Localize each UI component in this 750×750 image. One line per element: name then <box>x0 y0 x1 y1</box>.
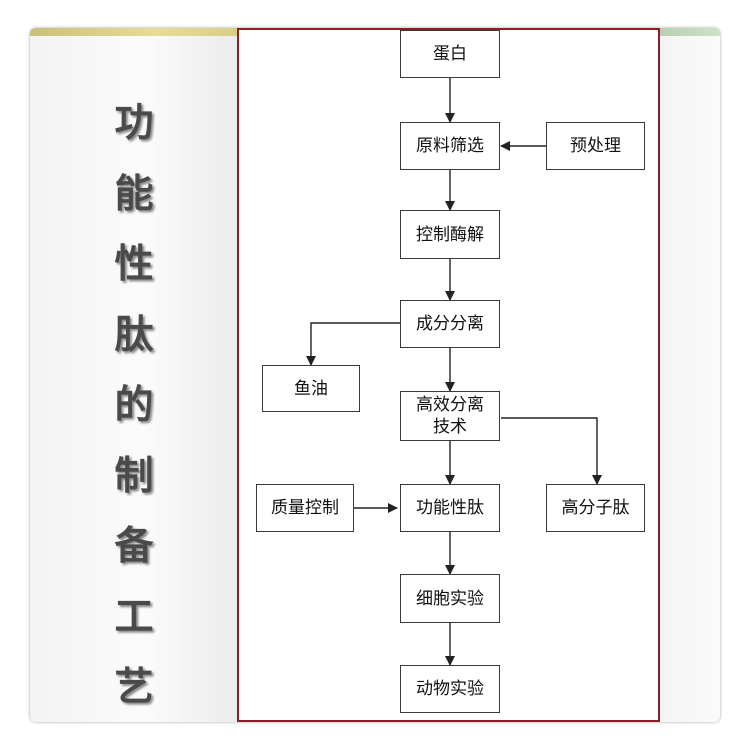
top-decor-strip-right <box>658 28 720 36</box>
node-component-separation-label: 成分分离 <box>416 314 484 334</box>
title-char: 制 <box>114 452 154 499</box>
node-cell-experiment: 细胞实验 <box>400 574 500 623</box>
node-high-performance-separation-label: 高效分离 技术 <box>416 395 484 437</box>
top-decor-strip <box>30 28 238 36</box>
node-cell-experiment-label: 细胞实验 <box>416 588 484 609</box>
node-macromolecular-peptide: 高分子肽 <box>546 484 645 532</box>
title-char: 工 <box>114 593 154 640</box>
title-panel <box>30 36 237 722</box>
node-component-separation: 成分分离 <box>400 300 500 348</box>
title-char: 能 <box>114 170 154 217</box>
node-functional-peptide-label: 功能性肽 <box>416 498 484 518</box>
node-macromolecular-peptide-label: 高分子肽 <box>561 498 630 518</box>
node-quality-control-label: 质量控制 <box>271 498 339 518</box>
flowchart-connectors <box>306 78 602 666</box>
node-fish-oil-label: 鱼油 <box>294 378 328 399</box>
screenshot-frame: 功 能 性 肽 的 制 备 工 艺 <box>30 28 720 722</box>
title-char: 肽 <box>114 311 154 358</box>
arrow-separation-to-fish-oil <box>306 322 400 366</box>
title-char: 功 <box>114 100 154 146</box>
node-pretreatment: 预处理 <box>546 122 645 170</box>
node-raw-screening-label: 原料筛选 <box>416 136 484 156</box>
node-enzymolysis-label: 控制酶解 <box>416 224 484 245</box>
node-enzymolysis: 控制酶解 <box>400 210 500 259</box>
vertical-title: 功 能 性 肽 的 制 备 工 艺 <box>104 88 164 722</box>
node-high-performance-separation: 高效分离 技术 <box>400 391 500 441</box>
title-char: 性 <box>114 241 154 287</box>
node-raw-screening: 原料筛选 <box>400 122 500 170</box>
node-quality-control: 质量控制 <box>256 484 354 532</box>
node-functional-peptide: 功能性肽 <box>400 484 500 532</box>
node-protein: 蛋白 <box>400 30 500 78</box>
node-animal-experiment-label: 动物实验 <box>416 679 484 699</box>
flowchart-panel: 蛋白 原料筛选 预处理 控制酶解 成分分离 鱼油 高效分离 技术 质量控制 功能… <box>237 28 660 722</box>
arrow-hpsep-to-macro-peptide <box>501 417 602 485</box>
title-char: 的 <box>114 382 154 428</box>
title-char: 备 <box>114 523 154 569</box>
node-animal-experiment: 动物实验 <box>400 665 500 713</box>
side-panel <box>657 36 720 722</box>
node-fish-oil: 鱼油 <box>262 365 360 412</box>
node-protein-label: 蛋白 <box>433 44 467 64</box>
node-pretreatment-label: 预处理 <box>570 136 621 156</box>
title-char: 艺 <box>114 664 154 710</box>
